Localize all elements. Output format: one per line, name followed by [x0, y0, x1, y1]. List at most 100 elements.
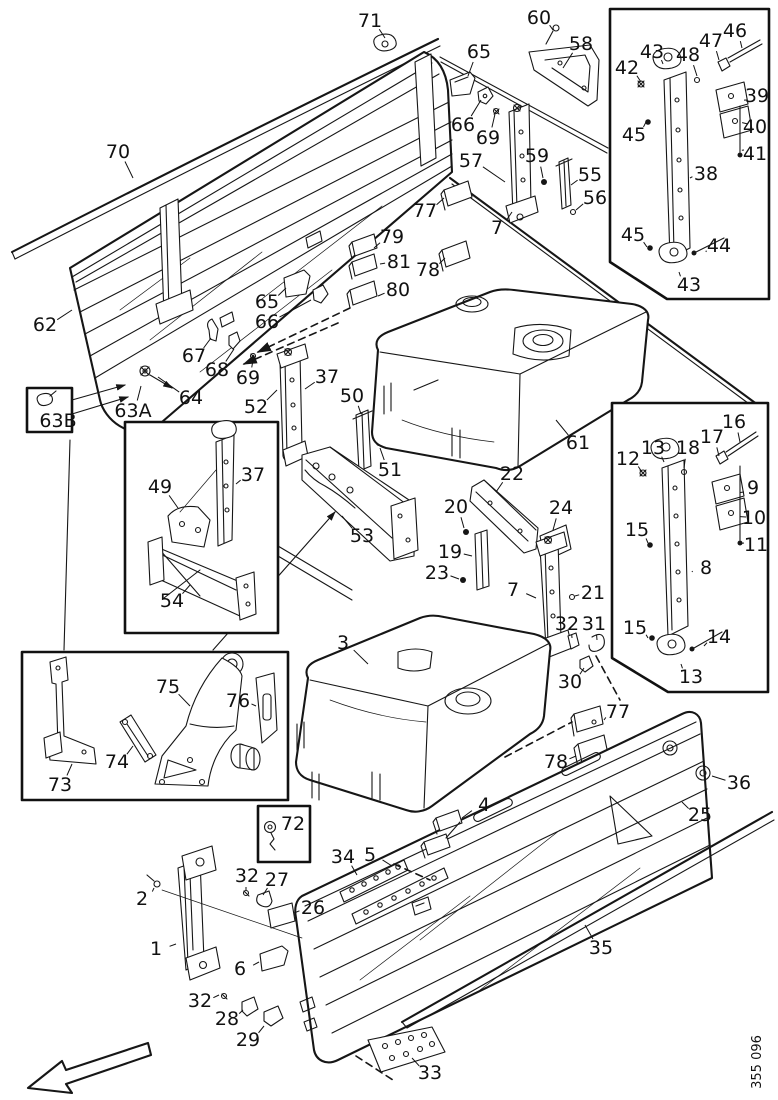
callout-74: 74 — [105, 745, 134, 773]
callout-22: 22 — [495, 463, 524, 493]
svg-text:51: 51 — [378, 459, 402, 481]
bracket-76 — [230, 672, 278, 771]
callout-61: 61 — [555, 419, 590, 454]
svg-text:62: 62 — [33, 314, 57, 336]
clamp-43b — [658, 241, 688, 264]
callout-43: 43 — [677, 271, 701, 296]
callout-21: 21 — [574, 582, 605, 604]
bracket-39 — [715, 81, 749, 113]
callout-29: 29 — [236, 1025, 265, 1051]
svg-text:9: 9 — [747, 477, 759, 499]
svg-text:69: 69 — [476, 127, 500, 149]
svg-text:7: 7 — [491, 217, 503, 239]
lower-dropside-panel-25 — [294, 710, 714, 1064]
svg-text:25: 25 — [688, 804, 712, 826]
callout-65: 65 — [467, 41, 491, 77]
callout-42: 42 — [615, 57, 642, 83]
callout-26: 26 — [293, 897, 325, 919]
svg-text:58: 58 — [569, 33, 593, 55]
callout-40: 40 — [742, 116, 767, 138]
callout-41: 41 — [741, 143, 767, 165]
clip-30 — [579, 655, 594, 673]
callout-75: 75 — [156, 676, 191, 707]
svg-text:61: 61 — [566, 432, 590, 454]
callout-45: 45 — [622, 121, 647, 146]
svg-text:32: 32 — [235, 865, 259, 887]
bracket-40 — [719, 105, 753, 139]
svg-text:37: 37 — [241, 464, 265, 486]
svg-text:81: 81 — [387, 251, 411, 273]
svg-text:43: 43 — [640, 41, 664, 63]
svg-text:23: 23 — [425, 562, 449, 584]
callout-7: 7 — [507, 579, 537, 601]
svg-text:18: 18 — [676, 437, 700, 459]
callout-73: 73 — [48, 763, 73, 796]
svg-text:1: 1 — [150, 938, 162, 960]
callout-5: 5 — [364, 844, 393, 867]
svg-text:63B: 63B — [39, 410, 76, 432]
svg-text:60: 60 — [527, 7, 551, 29]
callout-50: 50 — [340, 385, 364, 415]
svg-text:7: 7 — [507, 579, 519, 601]
clamp-43a — [652, 47, 682, 70]
svg-text:40: 40 — [743, 116, 767, 138]
svg-text:79: 79 — [380, 226, 404, 248]
clip-28 — [241, 996, 259, 1017]
svg-text:67: 67 — [182, 345, 206, 367]
svg-text:76: 76 — [226, 690, 250, 712]
pad-80 — [349, 280, 378, 306]
callout-9: 9 — [740, 477, 759, 499]
callout-63B: 63B — [39, 410, 76, 432]
pointer-lines — [63, 439, 353, 651]
svg-text:19: 19 — [438, 541, 462, 563]
svg-text:32: 32 — [555, 613, 579, 635]
callout-27: 27 — [262, 869, 289, 896]
clip-67 — [206, 318, 219, 342]
clip-66b — [312, 284, 329, 304]
callout-32: 32 — [235, 865, 259, 891]
figure-code: 355 096 — [750, 1035, 765, 1089]
callout-38: 38 — [689, 163, 718, 185]
inset-box-stake-pocket — [123, 420, 280, 635]
callout-13: 13 — [679, 663, 703, 688]
svg-text:63A: 63A — [114, 400, 151, 422]
callout-47: 47 — [699, 30, 723, 61]
svg-text:41: 41 — [743, 143, 767, 165]
svg-text:38: 38 — [694, 163, 718, 185]
direction-arrow — [26, 1041, 153, 1095]
pad-81 — [351, 253, 378, 277]
upper-dropside-panel-62 — [68, 50, 454, 433]
svg-text:20: 20 — [444, 496, 468, 518]
callout-76: 76 — [226, 690, 257, 712]
callout-51: 51 — [378, 447, 402, 481]
svg-text:53: 53 — [350, 525, 374, 547]
callout-31: 31 — [582, 613, 606, 641]
svg-text:11: 11 — [744, 534, 768, 556]
svg-text:44: 44 — [707, 235, 731, 257]
svg-text:73: 73 — [48, 774, 72, 796]
callout-35: 35 — [584, 924, 613, 959]
callout-71: 71 — [358, 10, 386, 39]
plate-65 — [449, 71, 476, 97]
callout-68: 68 — [205, 348, 235, 381]
callout-10: 10 — [740, 507, 766, 529]
callout-32: 32 — [555, 613, 579, 639]
callout-69: 69 — [236, 359, 260, 389]
svg-text:30: 30 — [558, 671, 582, 693]
callout-37: 37 — [235, 464, 265, 486]
callout-64: 64 — [157, 376, 203, 409]
callout-12: 12 — [616, 448, 643, 473]
svg-text:55: 55 — [578, 164, 602, 186]
bracket-9 — [711, 473, 745, 505]
svg-text:36: 36 — [727, 772, 751, 794]
svg-text:49: 49 — [148, 476, 172, 498]
callout-72: 72 — [281, 813, 305, 835]
callout-2: 2 — [136, 887, 155, 910]
callout-17: 17 — [700, 426, 724, 457]
svg-text:64: 64 — [179, 387, 203, 409]
fuel-tank-3 — [294, 614, 552, 813]
pad-6 — [259, 945, 289, 972]
callout-6: 6 — [234, 958, 260, 980]
callout-33: 33 — [411, 1057, 442, 1084]
